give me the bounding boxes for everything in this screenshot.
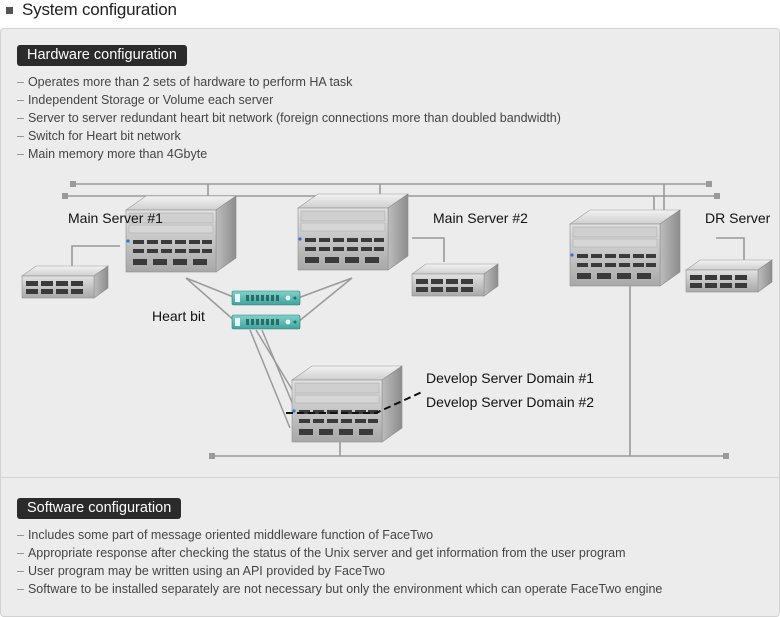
- main-server-2-label: Main Server #2: [433, 210, 528, 226]
- heart-bit-label: Heart bit: [152, 308, 205, 324]
- heart-bit-link: [297, 277, 353, 299]
- develop-domain-1-label: Develop Server Domain #1: [426, 370, 594, 386]
- square-bullet-icon: [6, 6, 13, 14]
- software-item: Appropriate response after checking the …: [17, 544, 662, 562]
- heart-bit-link: [185, 277, 237, 299]
- domain-separator-line: [286, 391, 423, 414]
- develop-domain-2-label: Develop Server Domain #2: [426, 394, 594, 410]
- storage-main-2-icon: [411, 263, 499, 297]
- page-title: System configuration: [6, 0, 177, 20]
- heart-bit-link: [261, 329, 297, 413]
- software-list: Includes some part of message oriented m…: [17, 526, 662, 598]
- main-server-2-icon: [297, 193, 409, 271]
- hardware-item: Main memory more than 4Gbyte: [17, 145, 561, 163]
- hardware-item: Server to server redundant heart bit net…: [17, 109, 561, 127]
- hardware-item: Switch for Heart bit network: [17, 127, 561, 145]
- storage-link: [412, 237, 445, 262]
- heart-bit-switch-icon: [231, 290, 301, 306]
- hardware-item: Operates more than 2 sets of hardware to…: [17, 73, 561, 91]
- storage-link: [71, 245, 120, 266]
- hardware-list: Operates more than 2 sets of hardware to…: [17, 73, 561, 163]
- system-diagram: Main Server #1 Main Server #2 DR Server …: [21, 181, 773, 459]
- main-server-1-label: Main Server #1: [68, 210, 163, 226]
- storage-link: [716, 237, 745, 260]
- configuration-panel: Hardware configuration Operates more tha…: [0, 28, 780, 617]
- develop-server-icon: [291, 365, 403, 443]
- page-title-text: System configuration: [22, 0, 177, 19]
- heart-bit-switch-icon: [231, 314, 301, 330]
- heart-bit-link: [249, 329, 291, 429]
- heart-bit-link: [297, 277, 353, 323]
- storage-dr-icon: [685, 259, 773, 293]
- hardware-heading: Hardware configuration: [17, 45, 187, 66]
- heart-bit-link: [185, 277, 237, 323]
- section-divider: [1, 477, 779, 478]
- storage-main-1-icon: [21, 265, 109, 299]
- dr-server-label: DR Server: [705, 210, 771, 226]
- software-heading: Software configuration: [17, 498, 182, 519]
- software-item: Includes some part of message oriented m…: [17, 526, 662, 544]
- hardware-item: Independent Storage or Volume each serve…: [17, 91, 561, 109]
- main-server-1-icon: [125, 195, 237, 273]
- software-item: Software to be installed separately are …: [17, 580, 662, 598]
- dr-server-icon: [569, 209, 681, 287]
- software-item: User program may be written using an API…: [17, 562, 662, 580]
